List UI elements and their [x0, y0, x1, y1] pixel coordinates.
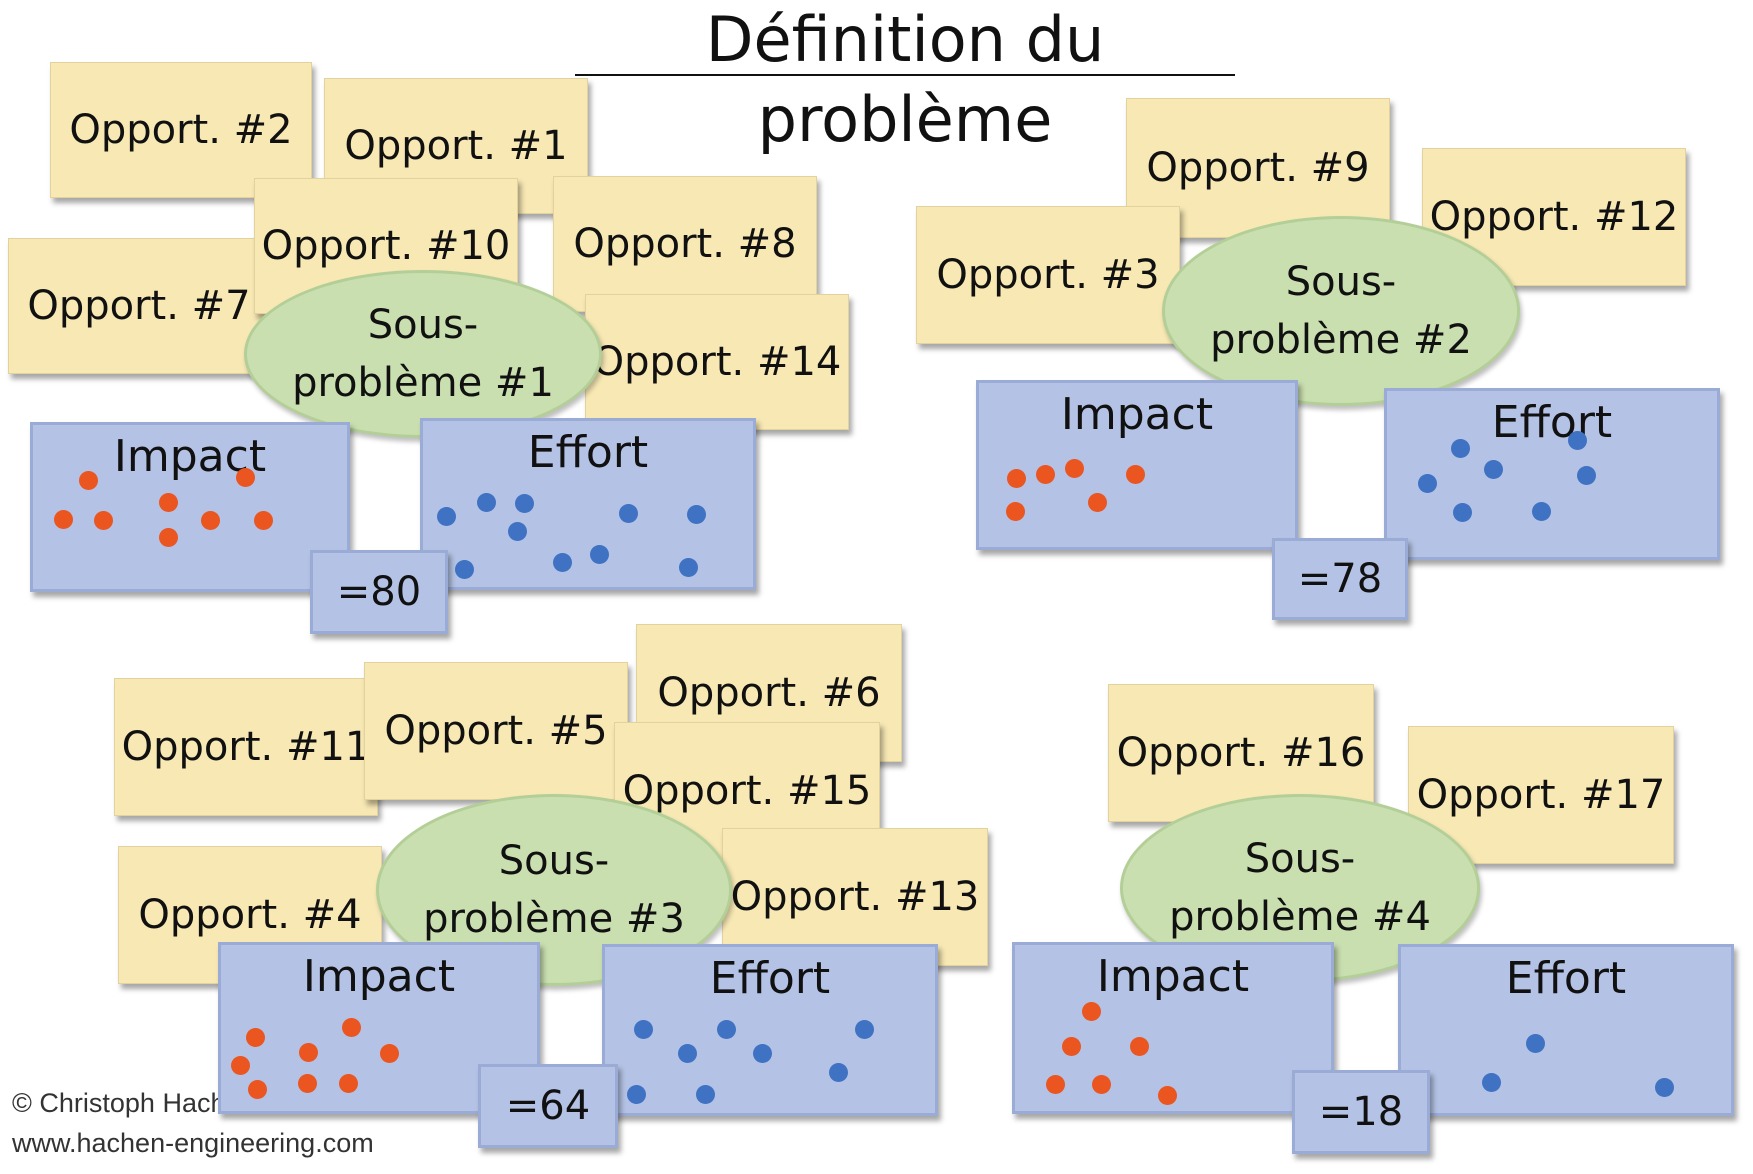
impact-vote-dot	[159, 528, 178, 547]
opportunity-note: Opport. #8	[553, 176, 817, 312]
opportunity-note: Opport. #3	[916, 206, 1180, 344]
effort-vote-dot	[1484, 460, 1503, 479]
effort-panel: Effort	[602, 944, 938, 1116]
impact-vote-dot	[1130, 1037, 1149, 1056]
effort-label: Effort	[1505, 953, 1627, 1004]
impact-vote-dot	[1036, 465, 1055, 484]
copyright-text: © Christoph Hache	[12, 1088, 241, 1118]
effort-vote-dot	[696, 1085, 715, 1104]
impact-vote-dot	[298, 1074, 317, 1093]
subproblem-label-line2: problème #3	[423, 896, 685, 942]
effort-vote-dot	[678, 1044, 697, 1063]
effort-vote-dot	[1526, 1034, 1545, 1053]
effort-panel: Effort	[1398, 944, 1734, 1116]
impact-vote-dot	[1046, 1075, 1065, 1094]
impact-vote-dot	[159, 493, 178, 512]
impact-panel: Impact	[976, 380, 1298, 550]
impact-vote-dot	[1062, 1037, 1081, 1056]
effort-vote-dot	[634, 1020, 653, 1039]
impact-panel: Impact	[30, 422, 350, 592]
website-url: www.hachen-engineering.com	[12, 1128, 374, 1158]
impact-vote-dot	[201, 511, 220, 530]
effort-label: Effort	[527, 427, 649, 478]
impact-vote-dot	[1126, 465, 1145, 484]
title-underline	[575, 74, 1235, 76]
impact-vote-dot	[231, 1056, 250, 1075]
impact-vote-dot	[1065, 459, 1084, 478]
opportunity-note: Opport. #5	[364, 662, 628, 800]
impact-vote-dot	[1082, 1002, 1101, 1021]
impact-vote-dot	[248, 1080, 267, 1099]
opportunity-note: Opport. #2	[50, 62, 312, 198]
impact-vote-dot	[254, 511, 273, 530]
subproblem-label-line2: problème #4	[1169, 894, 1431, 940]
effort-vote-dot	[855, 1020, 874, 1039]
impact-vote-dot	[339, 1074, 358, 1093]
impact-vote-dot	[342, 1018, 361, 1037]
effort-vote-dot	[1577, 466, 1596, 485]
effort-vote-dot	[515, 494, 534, 513]
opportunity-note: Opport. #14	[585, 294, 849, 430]
effort-vote-dot	[627, 1085, 646, 1104]
effort-vote-dot	[687, 505, 706, 524]
opportunity-note: Opport. #7	[8, 238, 270, 374]
effort-vote-dot	[753, 1044, 772, 1063]
subproblem-oval: Sous- problème #1	[244, 270, 602, 438]
impact-vote-dot	[1006, 502, 1025, 521]
effort-vote-dot	[1655, 1078, 1674, 1097]
effort-vote-dot	[437, 507, 456, 526]
subproblem-label-line1: Sous-	[1285, 259, 1397, 305]
effort-vote-dot	[1568, 431, 1587, 450]
effort-vote-dot	[455, 560, 474, 579]
effort-vote-dot	[1453, 503, 1472, 522]
opportunity-note: Opport. #6	[636, 624, 902, 762]
score-box: =78	[1272, 538, 1408, 620]
impact-vote-dot	[236, 468, 255, 487]
effort-vote-dot	[829, 1063, 848, 1082]
impact-vote-dot	[1092, 1075, 1111, 1094]
subproblem-label-line2: problème #1	[292, 360, 554, 406]
impact-label: Impact	[1096, 951, 1250, 1002]
impact-label: Impact	[302, 951, 456, 1002]
score-box: =80	[310, 550, 448, 634]
impact-panel: Impact	[1012, 942, 1334, 1114]
effort-vote-dot	[1532, 502, 1551, 521]
impact-vote-dot	[246, 1028, 265, 1047]
subproblem-label-line1: Sous-	[498, 838, 610, 884]
impact-vote-dot	[1158, 1086, 1177, 1105]
impact-vote-dot	[299, 1043, 318, 1062]
effort-vote-dot	[1418, 474, 1437, 493]
subproblem-label-line1: Sous-	[367, 302, 479, 348]
effort-vote-dot	[477, 493, 496, 512]
effort-vote-dot	[679, 558, 698, 577]
impact-vote-dot	[79, 471, 98, 490]
subproblem-label-line1: Sous-	[1244, 836, 1356, 882]
opportunity-note: Opport. #11	[114, 678, 378, 816]
impact-vote-dot	[94, 511, 113, 530]
effort-vote-dot	[717, 1020, 736, 1039]
impact-vote-dot	[54, 510, 73, 529]
effort-vote-dot	[619, 504, 638, 523]
effort-label: Effort	[1491, 397, 1613, 448]
score-box: =18	[1292, 1070, 1430, 1154]
subproblem-oval: Sous- problème #4	[1120, 794, 1480, 982]
effort-vote-dot	[1451, 439, 1470, 458]
page-title: Définition du problème	[705, 3, 1105, 156]
effort-label: Effort	[709, 953, 831, 1004]
effort-panel: Effort	[1384, 388, 1720, 560]
subproblem-oval: Sous- problème #2	[1162, 216, 1520, 406]
effort-panel: Effort	[420, 418, 756, 590]
effort-vote-dot	[1482, 1073, 1501, 1092]
opportunity-note: Opport. #13	[722, 828, 988, 966]
impact-label: Impact	[1060, 389, 1214, 440]
score-box: =64	[478, 1064, 618, 1148]
effort-vote-dot	[590, 545, 609, 564]
impact-vote-dot	[1088, 493, 1107, 512]
subproblem-label-line2: problème #2	[1210, 317, 1472, 363]
impact-vote-dot	[380, 1044, 399, 1063]
impact-vote-dot	[1007, 469, 1026, 488]
effort-vote-dot	[553, 553, 572, 572]
effort-vote-dot	[508, 522, 527, 541]
